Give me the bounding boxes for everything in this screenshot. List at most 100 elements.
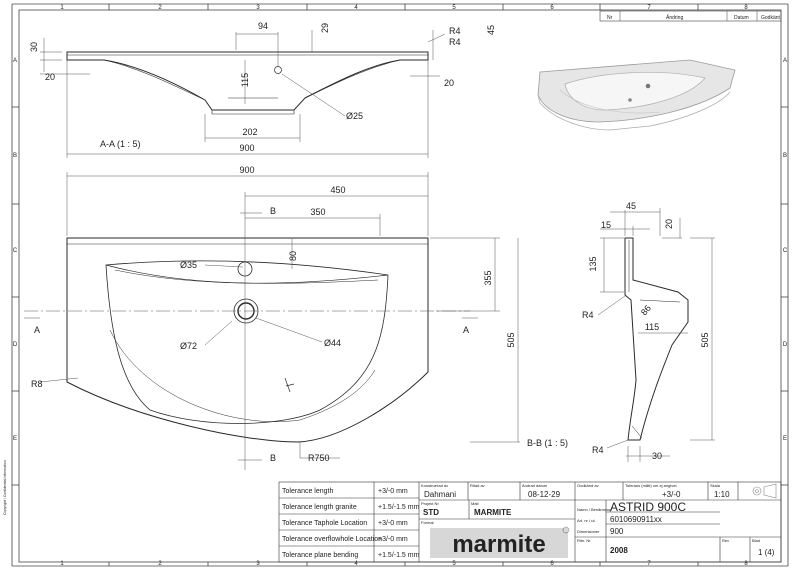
- dim-r4-b: R4: [449, 37, 461, 47]
- rev-header-nr: Nr: [607, 15, 613, 21]
- label-checked2: Godkänd av: [577, 483, 599, 488]
- label-rev: Rev: [722, 538, 729, 543]
- section-mark-b-top: B: [270, 206, 276, 216]
- plan-dim-80: 80: [288, 251, 298, 261]
- dim-20-right: 20: [444, 78, 454, 88]
- label-checked: Ritad av: [470, 483, 485, 488]
- plan-dim-dia-72: Ø72: [180, 341, 197, 351]
- label-sheet: Blad: [752, 538, 760, 543]
- dim-45: 45: [486, 25, 496, 35]
- row-label-left: A: [13, 58, 17, 64]
- taphole-circle: [274, 66, 282, 74]
- label-tolerance: Tolerans (mått) om ej angivet: [625, 483, 677, 488]
- label-name: Namn / Benämning: [577, 507, 611, 512]
- label-format: Format: [421, 520, 435, 525]
- section-bb-caption: B-B (1 : 5): [527, 438, 568, 448]
- rev-header-date: Datum: [734, 15, 749, 21]
- logo-wordmark: marmite: [452, 531, 545, 558]
- label-material: Matl: [471, 501, 479, 506]
- bb-dim-135: 135: [588, 256, 598, 271]
- row-label-left: D: [13, 342, 18, 348]
- plan-dim-dia-44: Ø44: [324, 338, 341, 348]
- rev-header-change: Ändring: [666, 14, 683, 21]
- projection-symbol-icon: [752, 483, 777, 499]
- value-article-no: 6010690911xx: [610, 515, 662, 524]
- zone-labels: 1 2 3 4 5 6 7 8 1 2 3 4 5 6 7 8 A B C D …: [13, 5, 788, 567]
- bb-dim-505: 505: [700, 332, 710, 347]
- row-label-right: C: [783, 248, 788, 254]
- plan-dim-505: 505: [506, 332, 516, 347]
- bb-dim-20: 20: [664, 219, 674, 229]
- bb-dim-r4-top: R4: [582, 310, 594, 320]
- bb-dim-15: 15: [601, 220, 611, 230]
- value-sheet: 1 (4): [758, 548, 775, 557]
- plan-dim-350: 350: [310, 207, 325, 217]
- section-mark-b-bottom: B: [270, 453, 276, 463]
- value-dimension: 900: [610, 527, 624, 536]
- label-project: Projekt Nr: [421, 501, 439, 506]
- plan-dim-r750: R750: [308, 453, 330, 463]
- col-label-bottom: 3: [256, 561, 260, 567]
- tol-value-length: +3/-0 mm: [378, 488, 408, 495]
- row-label-right: A: [783, 58, 787, 64]
- tol-value-overflow: +3/-0 mm: [378, 536, 408, 543]
- bb-dim-86: 86: [639, 303, 653, 317]
- plan-dim-dia-35: Ø35: [180, 260, 197, 270]
- value-general-tolerance: +3/-0: [662, 490, 681, 499]
- section-mark-a-right: A: [463, 325, 469, 335]
- col-label-bottom: 6: [550, 561, 554, 567]
- dim-30: 30: [29, 42, 39, 52]
- title-block: Tolerance length +3/-0 mm Tolerance leng…: [278, 481, 782, 563]
- row-label-left: B: [13, 153, 17, 159]
- plan-dim-r8: R8: [31, 379, 43, 389]
- plan-dim-450: 450: [330, 185, 345, 195]
- tol-value-bending: +1.5/-1.5 mm: [378, 552, 420, 559]
- value-date: 08-12-29: [528, 490, 561, 499]
- tol-label-length: Tolerance length: [282, 488, 333, 495]
- col-label-top: 3: [256, 5, 260, 11]
- label-approved: Ändrad datum: [522, 483, 548, 488]
- tol-label-taphole: Tolerance Taphole Location: [282, 520, 367, 527]
- plan-outline: [66, 237, 429, 443]
- col-label-top: 2: [158, 5, 162, 11]
- row-label-left: C: [13, 248, 18, 254]
- section-aa-caption: A-A (1 : 5): [100, 139, 141, 149]
- bb-dim-45: 45: [626, 201, 636, 211]
- dim-29: 29: [320, 23, 330, 33]
- dim-dia-25: Ø25: [346, 111, 363, 121]
- value-product-name: ASTRID 900C: [610, 500, 686, 514]
- label-drawing-no: Ritn. Nr: [577, 538, 591, 543]
- plan-dim-900: 900: [239, 165, 254, 175]
- col-label-top: 5: [452, 5, 456, 11]
- plan-dim-355: 355: [483, 270, 493, 285]
- label-artno: Art. nr / ut.: [577, 518, 596, 523]
- tol-label-granite: Tolerance length granite: [282, 504, 357, 511]
- col-label-top: 1: [60, 5, 64, 11]
- tol-label-overflow: Tolerance overflowhole Location: [282, 536, 382, 543]
- section-bb-outline: [624, 237, 689, 441]
- col-label-bottom: 4: [354, 561, 358, 567]
- row-label-right: E: [783, 436, 787, 442]
- value-material: MARMITE: [474, 508, 512, 517]
- col-label-top: 7: [647, 5, 651, 11]
- col-label-top: 6: [550, 5, 554, 11]
- plan-view: 900 450 350 80 Ø35 Ø72 Ø44 355 505 R8 R7…: [24, 165, 520, 470]
- bb-dim-115: 115: [645, 322, 659, 332]
- col-label-bottom: 5: [452, 561, 456, 567]
- dim-94: 94: [258, 21, 268, 31]
- bb-dim-r4-bottom: R4: [592, 445, 604, 455]
- rev-header-approved: Godkänt: [761, 15, 781, 21]
- side-copyright-text: Copyright / Confidential information: [3, 460, 7, 515]
- dim-r4-a: R4: [449, 26, 461, 36]
- col-label-bottom: 8: [744, 561, 748, 567]
- tol-label-bending: Tolerance plane bending: [282, 552, 358, 559]
- value-year: 2008: [610, 546, 628, 555]
- marmite-logo: marmite: [430, 526, 570, 558]
- value-drawn-by: Dahmani: [424, 490, 456, 499]
- value-scale: 1:10: [714, 490, 730, 499]
- sink-3d-render: [537, 59, 736, 131]
- row-label-left: E: [13, 436, 17, 442]
- section-aa-view: 94 29 30 20 115 202 900 Ø25 R4 R4 45 20 …: [29, 21, 496, 158]
- col-label-top: 8: [744, 5, 748, 11]
